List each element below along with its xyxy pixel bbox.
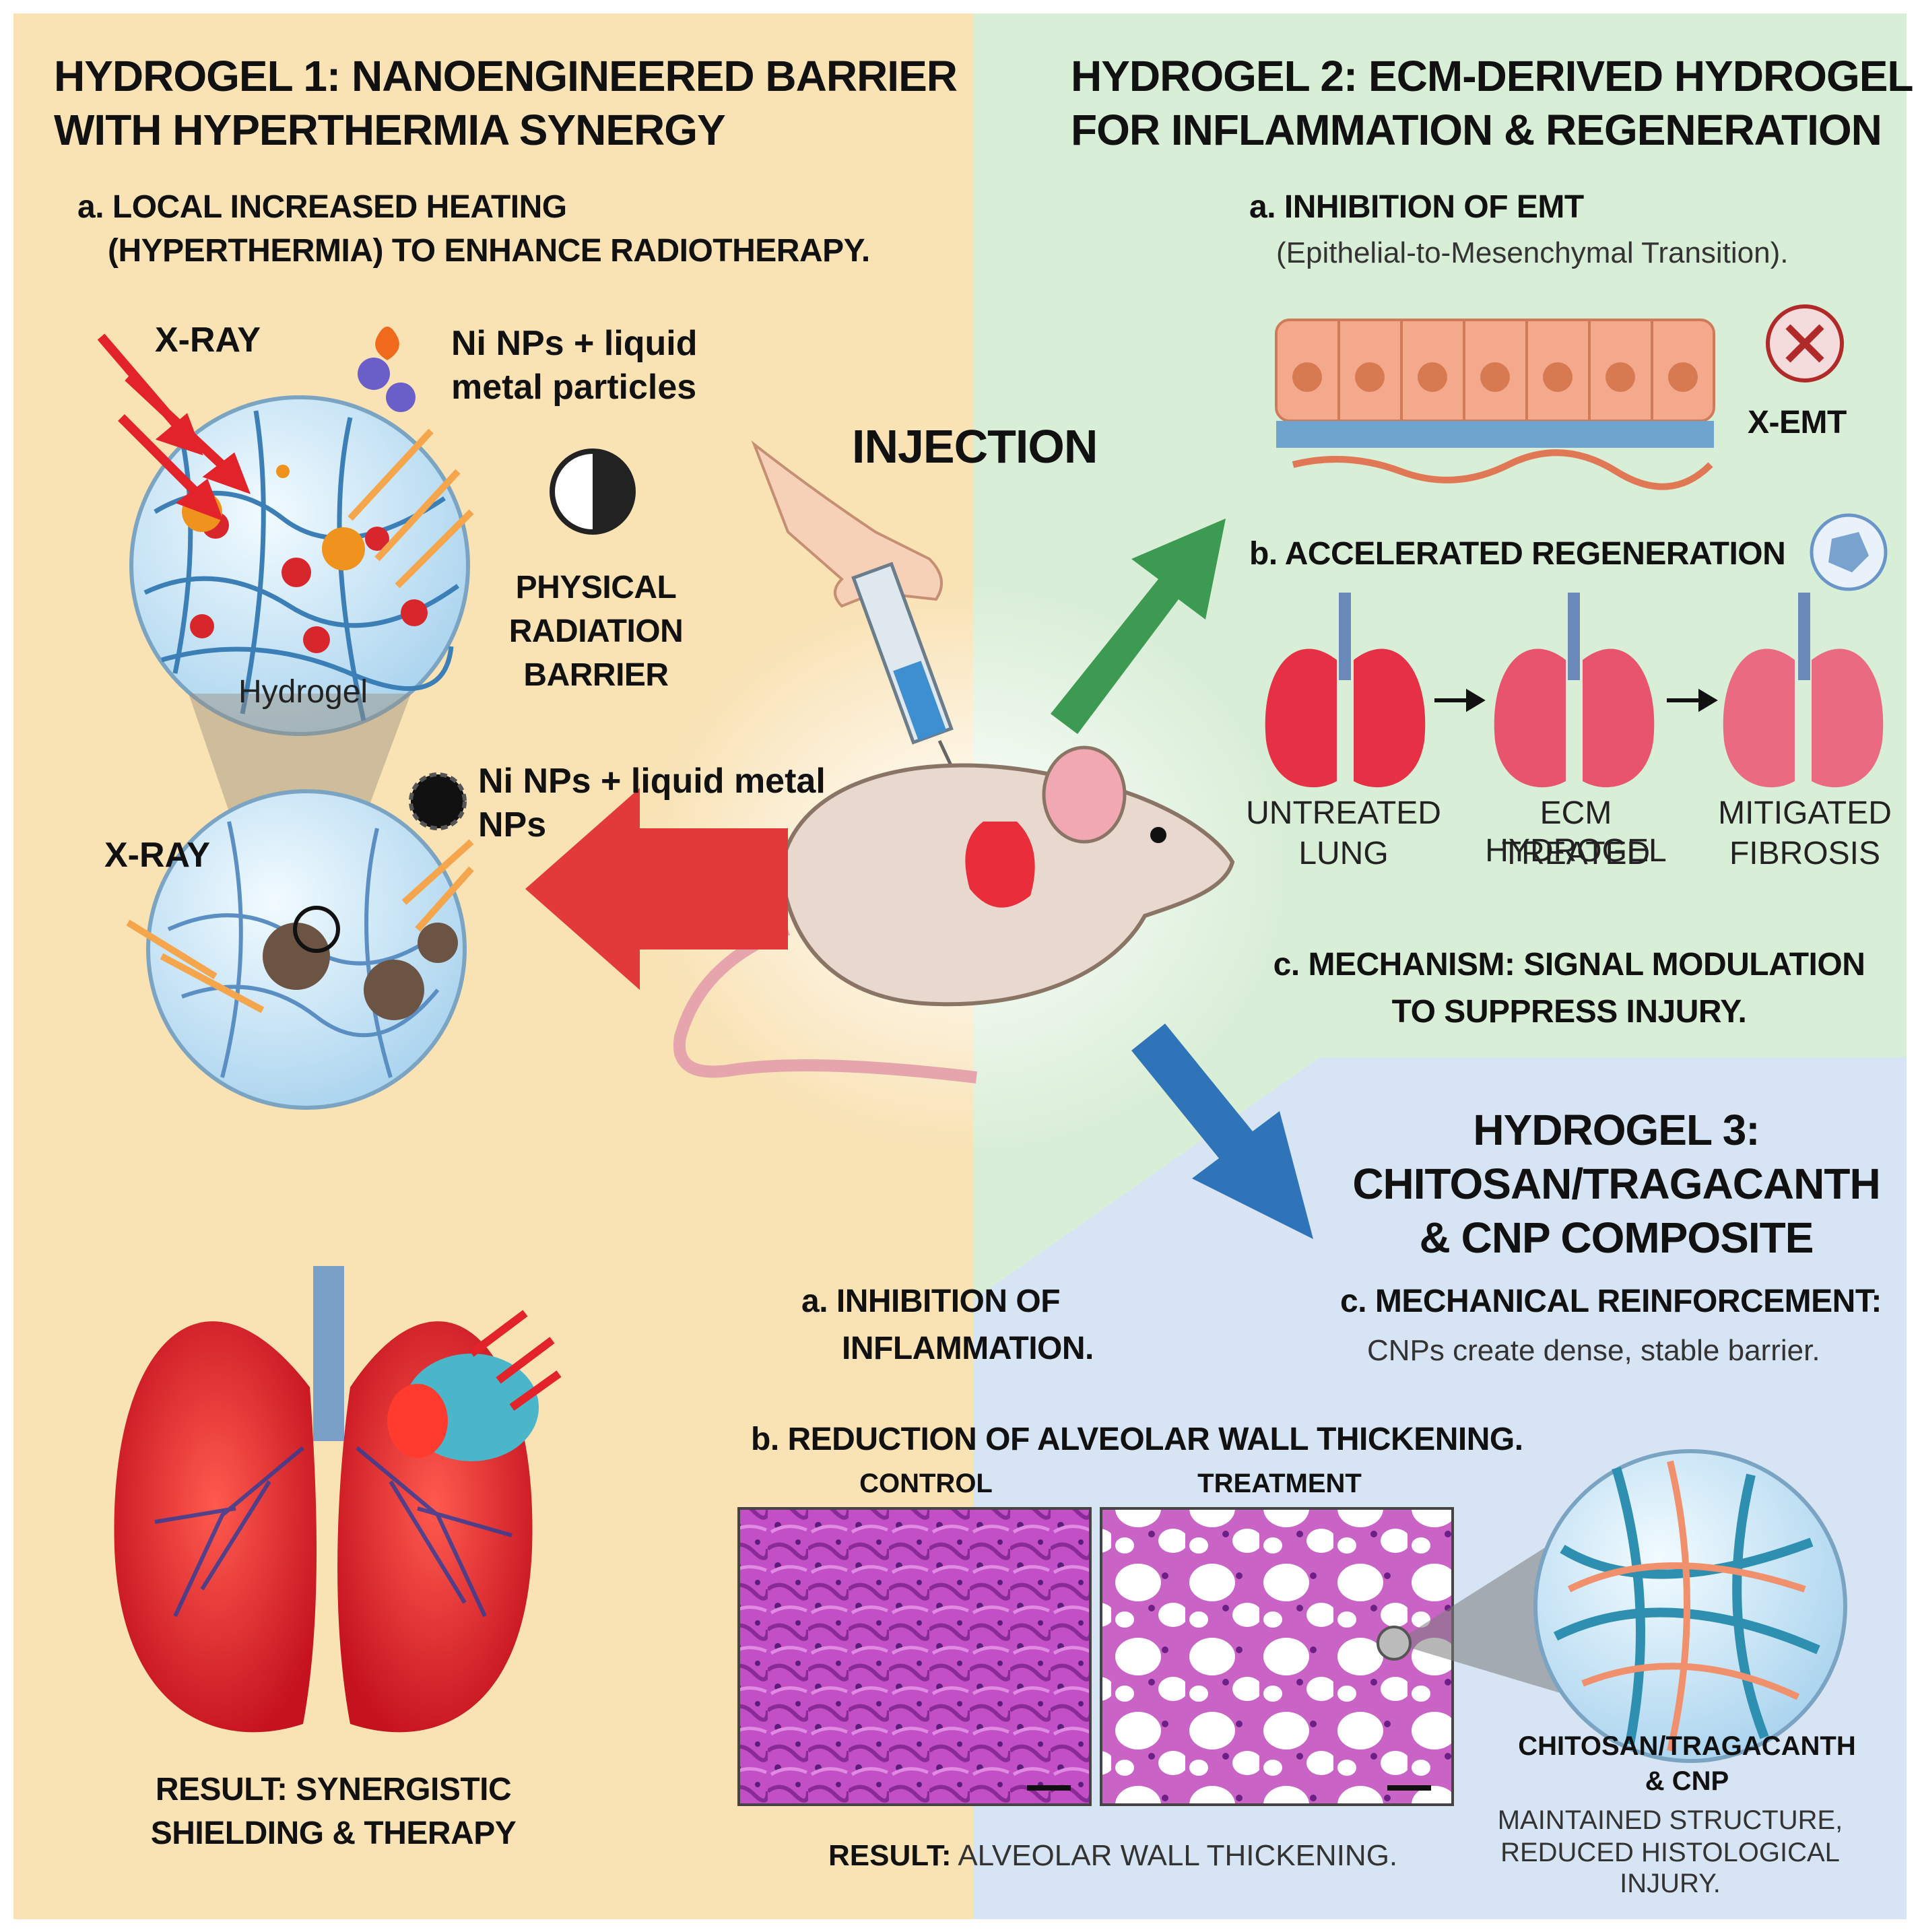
epithelial-cells <box>1275 319 1715 490</box>
treatment-label: TREATMENT <box>1197 1469 1362 1498</box>
barrier-label-line3: BARRIER <box>523 657 669 693</box>
injection-label: INJECTION <box>852 420 1098 473</box>
arrow-to-panel1 <box>525 788 788 990</box>
panel3-result: RESULT: ALVEOLAR WALL THICKENING. <box>828 1838 1397 1873</box>
panel3-title-line1: HYDROGEL 3: <box>1473 1106 1760 1154</box>
xray-label-mid: X-RAY <box>104 836 211 875</box>
lung-untreated <box>1265 593 1426 788</box>
np-label-mid-line1: Ni NPs + liquid metal <box>478 762 826 801</box>
panel3-item-c: c. MECHANICAL REINFORCEMENT: <box>1340 1284 1882 1319</box>
panel3-item-a-line1: a. INHIBITION OF <box>801 1284 1061 1319</box>
xemt-label: X-EMT <box>1748 405 1847 440</box>
lung-mitigated <box>1723 593 1884 788</box>
np-label-top-line2: metal particles <box>451 368 697 407</box>
panel1-title-line2: WITH HYPERTHERMIA SYNERGY <box>54 106 726 154</box>
composite-sphere <box>1533 1449 1847 1763</box>
xray-label-top: X-RAY <box>155 321 261 360</box>
lung-treated-label-line1: ECM HYDROGEL <box>1485 795 1667 869</box>
np-label-mid-line2: NPs <box>478 805 547 844</box>
lung-mitigated-label-line1: MITIGATED <box>1718 795 1892 831</box>
panel3-title-line3: & CNP COMPOSITE <box>1419 1213 1814 1262</box>
lung-untreated-label-line2: LUNG <box>1298 836 1389 871</box>
hydrogel-label: Hydrogel <box>238 674 368 710</box>
composite-detail-line1: MAINTAINED STRUCTURE, <box>1497 1805 1843 1835</box>
lungs-illustration <box>114 1266 562 1733</box>
composite-label-line2: & CNP <box>1645 1766 1729 1796</box>
np-label-top-line1: Ni NPs + liquid <box>451 324 698 363</box>
flame-np-icon <box>358 327 416 412</box>
control-label: CONTROL <box>859 1469 993 1498</box>
barrier-label-line2: RADIATION <box>508 613 684 649</box>
panel3-item-c-detail: CNPs create dense, stable barrier. <box>1367 1334 1820 1367</box>
panel2-title-line2: FOR INFLAMMATION & REGENERATION <box>1071 106 1882 154</box>
panel3-result-prefix: RESULT: <box>828 1839 952 1872</box>
panel2-item-b: b. ACCELERATED REGENERATION <box>1249 536 1786 572</box>
composite-detail-line2: REDUCED HISTOLOGICAL INJURY. <box>1500 1838 1840 1898</box>
panel3-result-text: ALVEOLAR WALL THICKENING. <box>958 1839 1398 1872</box>
panel3-item-b: b. REDUCTION OF ALVEOLAR WALL THICKENING… <box>751 1422 1523 1457</box>
panel2-item-c-line1: c. MECHANISM: SIGNAL MODULATION <box>1273 947 1865 982</box>
lung-ecm-treated <box>1494 593 1655 788</box>
lung-mitigated-label-line2: FIBROSIS <box>1729 836 1881 871</box>
panel2-title-line1: HYDROGEL 2: ECM-DERIVED HYDROGEL <box>1071 52 1913 100</box>
barrier-label-line1: PHYSICAL <box>515 570 677 605</box>
histology-control <box>737 1507 1092 1806</box>
panel1-item-a-line1: a. LOCAL INCREASED HEATING <box>77 189 567 225</box>
panel2-item-a: a. INHIBITION OF EMT <box>1249 189 1584 225</box>
lung-untreated-label-line1: UNTREATED <box>1246 795 1441 831</box>
panel2-item-a-detail: (Epithelial-to-Mesenchymal Transition). <box>1276 236 1789 269</box>
panel1-item-a-line2: (HYPERTHERMIA) TO ENHANCE RADIOTHERAPY. <box>108 233 870 269</box>
arrow-to-panel2 <box>1051 519 1226 734</box>
lung-treated-label-line2: TREATED <box>1501 836 1651 871</box>
arrow-to-panel3 <box>1131 1024 1313 1239</box>
panel1-title-line1: HYDROGEL 1: NANOENGINEERED BARRIER <box>54 52 958 100</box>
rat-illustration <box>673 745 1235 1084</box>
composite-label-line1: CHITOSAN/TRAGACANTH <box>1518 1731 1856 1761</box>
panel2-item-c-line2: TO SUPPRESS INJURY. <box>1391 994 1747 1030</box>
panel1-result-line1: RESULT: SYNERGISTIC <box>155 1772 512 1807</box>
panel3-title-line2: CHITOSAN/TRAGACANTH <box>1352 1160 1880 1208</box>
injection-syringe <box>751 440 965 793</box>
np-dark-icon <box>409 772 467 830</box>
panel3-item-a-line2: INFLAMMATION. <box>842 1331 1094 1366</box>
panel1-result-line2: SHIELDING & THERAPY <box>150 1816 517 1851</box>
